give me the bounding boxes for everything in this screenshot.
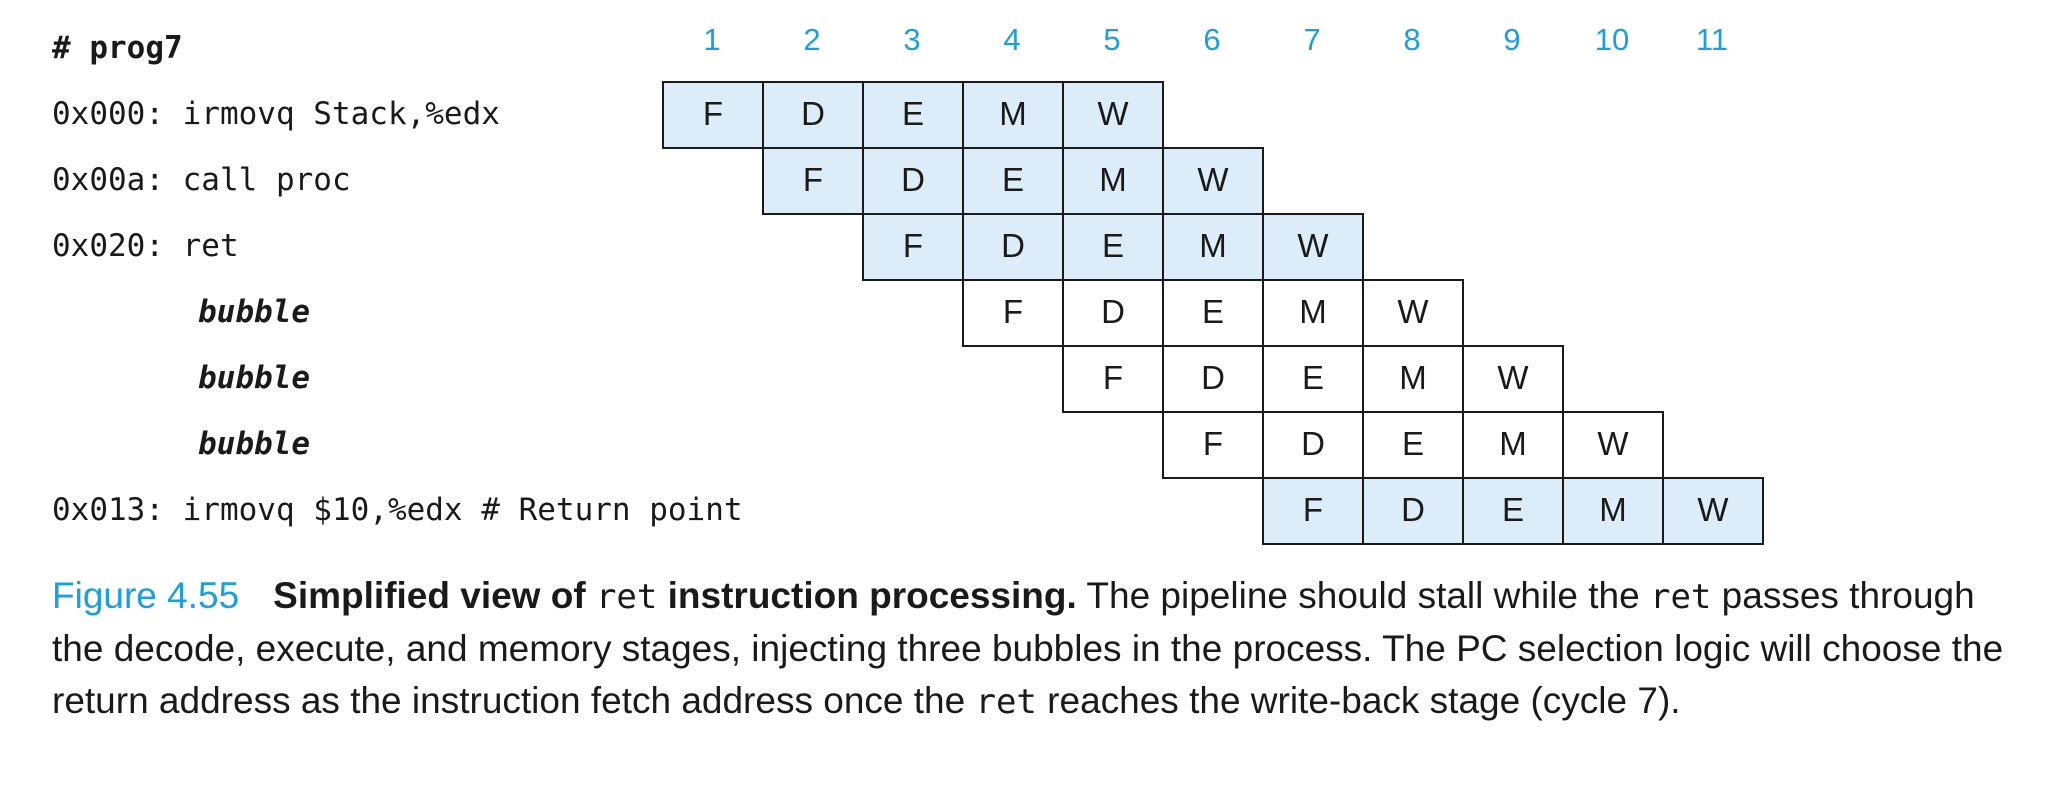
figure-number: Figure 4.55 (52, 575, 240, 616)
cycle-number: 9 (1503, 22, 1521, 57)
cycle-number: 1 (703, 22, 721, 57)
stage-cell-m: M (1362, 345, 1464, 413)
stage-cell-d: D (1362, 477, 1464, 545)
stage-cell-w: W (1562, 411, 1664, 479)
cycle-number: 6 (1203, 22, 1221, 57)
cycle-number: 10 (1594, 22, 1630, 57)
figure-caption: Figure 4.55 Simplified view of ret instru… (52, 570, 2032, 728)
stage-cell-f: F (862, 213, 964, 281)
stage-cell-e: E (862, 81, 964, 149)
stage-cell-f: F (1062, 345, 1164, 413)
stage-cell-m: M (1462, 411, 1564, 479)
instruction-line: 0x000: irmovq Stack,%edx (52, 96, 500, 132)
instruction-line: 0x00a: call proc (52, 162, 351, 198)
stage-cell-f: F (762, 147, 864, 215)
stage-cell-d: D (762, 81, 864, 149)
stage-cell-w: W (1462, 345, 1564, 413)
stage-cell-m: M (1062, 147, 1164, 215)
stage-cell-f: F (1162, 411, 1264, 479)
stage-cell-m: M (1262, 279, 1364, 347)
cycle-number: 5 (1103, 22, 1121, 57)
stage-cell-f: F (662, 81, 764, 149)
stage-cell-w: W (1662, 477, 1764, 545)
bubble-label: bubble (198, 360, 310, 396)
stage-cell-w: W (1262, 213, 1364, 281)
cycle-number: 11 (1695, 22, 1729, 57)
bubble-label: bubble (198, 294, 310, 330)
cycle-number: 2 (803, 22, 821, 57)
stage-cell-m: M (1162, 213, 1264, 281)
cycle-number: 4 (1003, 22, 1021, 57)
bubble-label: bubble (198, 426, 310, 462)
stage-cell-m: M (1562, 477, 1664, 545)
stage-cell-w: W (1362, 279, 1464, 347)
stage-cell-d: D (1162, 345, 1264, 413)
stage-cell-f: F (962, 279, 1064, 347)
stage-cell-e: E (1162, 279, 1264, 347)
caption-body: The pipeline should stall while the ret … (52, 575, 2004, 722)
program-label: # prog7 (52, 30, 183, 66)
stage-cell-d: D (962, 213, 1064, 281)
stage-cell-e: E (1062, 213, 1164, 281)
stage-cell-d: D (1062, 279, 1164, 347)
cycle-number: 7 (1303, 22, 1321, 57)
stage-cell-e: E (1362, 411, 1464, 479)
stage-cell-m: M (962, 81, 1064, 149)
stage-cell-e: E (1462, 477, 1564, 545)
cycle-number: 8 (1403, 22, 1421, 57)
stage-cell-d: D (862, 147, 964, 215)
stage-cell-f: F (1262, 477, 1364, 545)
caption-title: Simplified view of ret instruction proce… (273, 575, 1077, 617)
stage-cell-e: E (1262, 345, 1364, 413)
stage-cell-d: D (1262, 411, 1364, 479)
instruction-line: 0x020: ret (52, 228, 239, 264)
stage-cell-w: W (1062, 81, 1164, 149)
stage-cell-e: E (962, 147, 1064, 215)
cycle-number: 3 (903, 22, 921, 57)
instruction-line: 0x013: irmovq $10,%edx # Return point (52, 492, 743, 528)
stage-cell-w: W (1162, 147, 1264, 215)
